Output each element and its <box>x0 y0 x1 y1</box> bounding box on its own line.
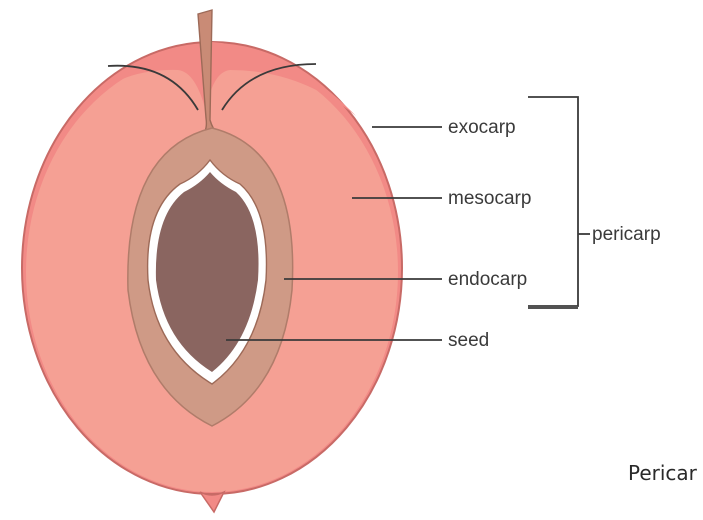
exocarp-label: exocarp <box>448 117 516 138</box>
seam-line-right <box>221 63 317 111</box>
fruit-bottom-tip <box>199 490 226 514</box>
seed-body <box>155 172 259 372</box>
fruit-top-cap <box>72 42 356 118</box>
seed-label: seed <box>448 330 489 351</box>
endocarp-label: endocarp <box>448 269 527 290</box>
caption-text: Pericar <box>628 461 698 485</box>
mesocarp-label: mesocarp <box>448 188 531 209</box>
pericarp-bracket <box>528 96 579 307</box>
seam-line-left <box>107 64 199 111</box>
pericarp-label: pericarp <box>592 224 661 245</box>
